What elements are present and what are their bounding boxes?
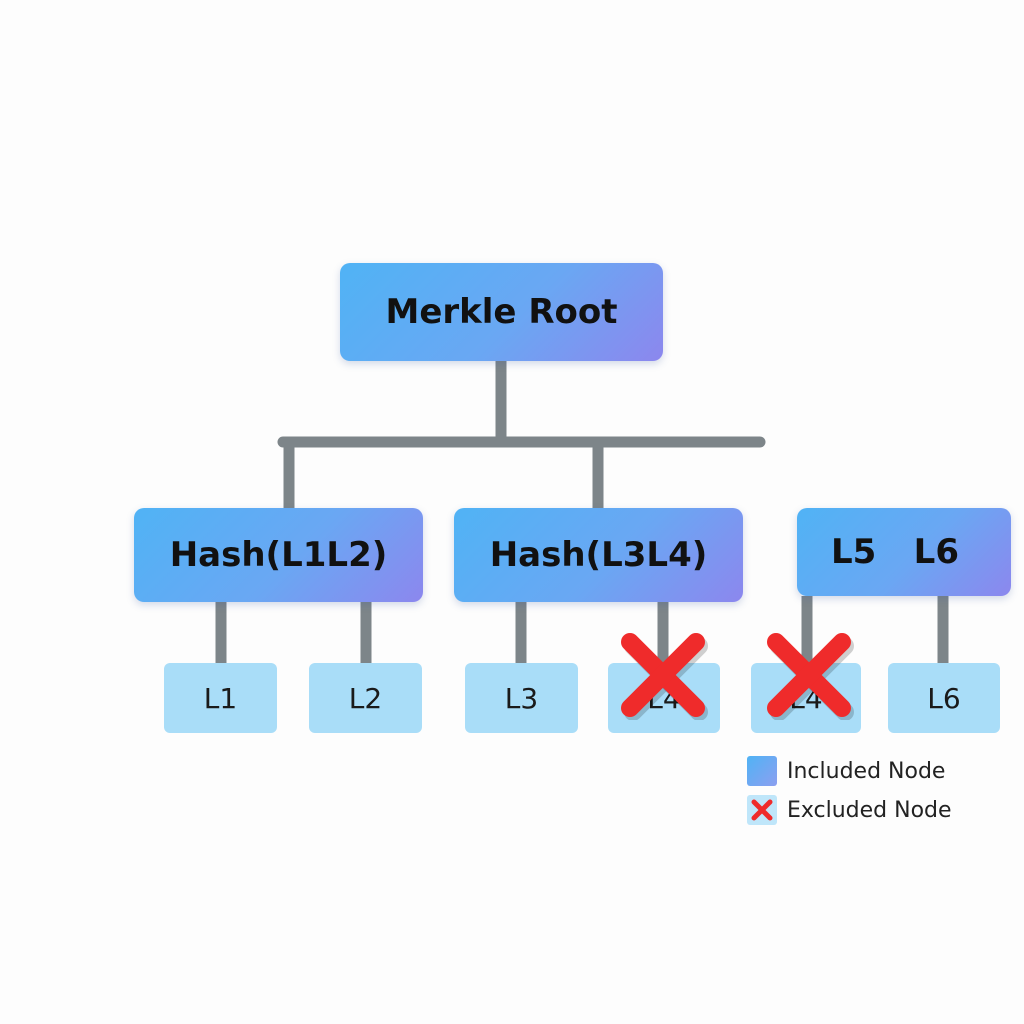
- hash-l3l4-node: Hash(L3L4): [454, 508, 743, 602]
- legend-included: Included Node: [747, 756, 945, 786]
- l5-label: L5: [831, 532, 877, 572]
- leaf-l2: L2: [309, 663, 422, 733]
- leaf-l1: L1: [164, 663, 277, 733]
- leaf-label: L2: [348, 681, 383, 715]
- leaf-label: L1: [203, 681, 238, 715]
- legend-excluded-label: Excluded Node: [787, 797, 952, 823]
- l6-label: L6: [913, 532, 959, 572]
- legend-included-label: Included Node: [787, 758, 946, 784]
- leaf-l3: L3: [465, 663, 578, 733]
- exclude-x-icon: [767, 633, 854, 720]
- merkle-root-label: Merkle Root: [385, 292, 618, 332]
- legend-excluded: Excluded Node: [747, 795, 952, 825]
- merkle-root-node: Merkle Root: [340, 263, 663, 361]
- hash-l1l2-node: Hash(L1L2): [134, 508, 423, 602]
- leaf-label: L3: [504, 681, 539, 715]
- leaf-l6: L6: [888, 663, 1000, 733]
- excluded-x-icon: [747, 795, 777, 825]
- hash-l1l2-label: Hash(L1L2): [169, 535, 388, 575]
- included-swatch-icon: [747, 756, 777, 786]
- l5-l6-node: L5 L6: [797, 508, 1011, 596]
- leaf-label: L6: [927, 681, 961, 715]
- exclude-x-icon: [621, 633, 708, 720]
- hash-l3l4-label: Hash(L3L4): [489, 535, 708, 575]
